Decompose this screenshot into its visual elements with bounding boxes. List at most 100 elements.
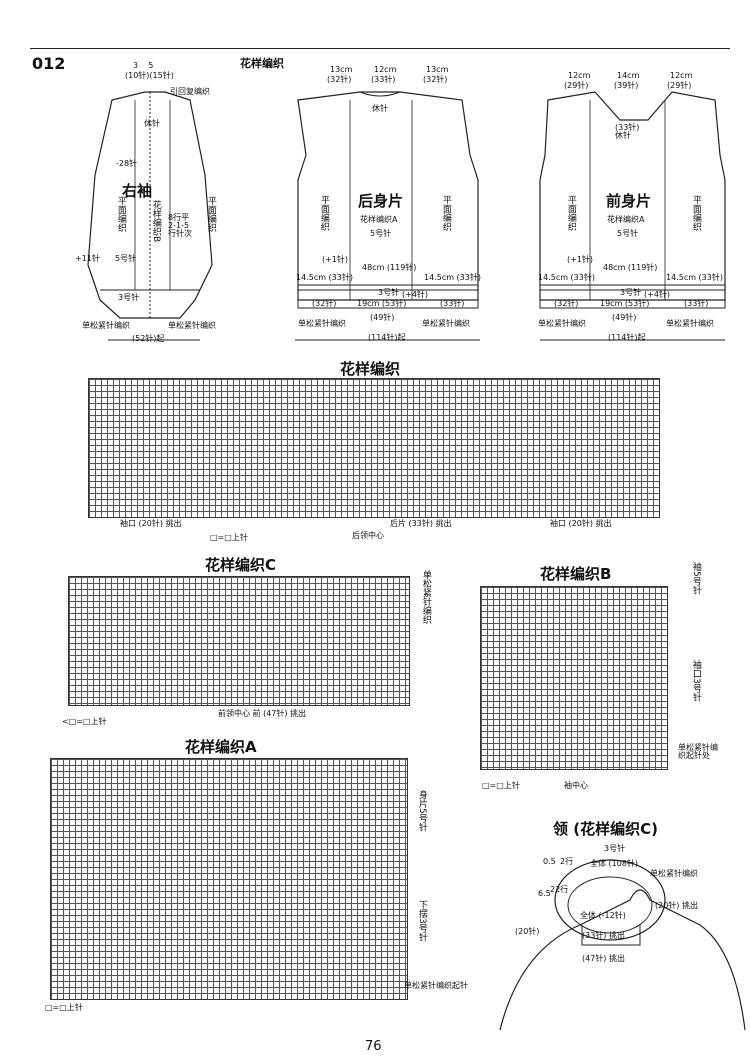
front-hem-side-r: 14.5cm (33针) (666, 273, 723, 282)
chart-b-legend: □=□上针 (482, 781, 520, 790)
page-number: 76 (365, 1039, 382, 1054)
sleeve-wrist: (52针)起 (132, 334, 165, 343)
front-hem-side: 14.5cm (33针) (538, 273, 595, 282)
back-hem-side: 14.5cm (33针) (296, 273, 353, 282)
sleeve-needle: 5号针 (115, 254, 137, 263)
front-pattern: 花样编织A (607, 215, 645, 224)
back-side-left: 平面编织 (318, 195, 329, 231)
front-adj2: (+4针) (644, 290, 671, 299)
collar-center-pick: (33针) 挑出 (582, 931, 625, 940)
back-top-dim-1: 13cm (330, 65, 353, 74)
chart-b-title: 花样编织B (540, 565, 612, 583)
chart-c-legend: <□=□上针 (62, 717, 107, 726)
back-side-right: 平面编织 (440, 195, 451, 231)
back-needle: 5号针 (370, 229, 392, 238)
chart-a-side-bot: 下摆3号针 (416, 900, 427, 942)
sleeve-side-left: 平面编织 (115, 196, 126, 232)
back-neck: 休针 (372, 104, 388, 113)
sleeve-cap: 休针 (144, 119, 160, 128)
back-side-33: (33针) (440, 299, 465, 308)
chart-b-side-top: 袖5号针 (690, 562, 701, 595)
back-hem-total: (49针) (370, 313, 395, 322)
front-start: (114针)起 (608, 333, 646, 342)
chart-main-label-2: 后片 (33针) 挑出 (390, 519, 452, 528)
back-top-st-1: (32针) (327, 75, 352, 84)
back-rib-right: 单松紧针编织 (422, 319, 470, 328)
sleeve-top-stitches: (10针)(15针) (125, 71, 174, 80)
chart-b-center: 袖中心 (564, 781, 588, 790)
back-top-dim-2: 12cm (374, 65, 397, 74)
front-hem-mid: 19cm (53针) (600, 299, 650, 308)
back-cuff-needle: 3号针 (378, 288, 400, 297)
front-top-st-3: (29针) (667, 81, 692, 90)
chart-c-side: 单松紧针编织 (420, 570, 431, 624)
front-side-33: (33针) (684, 299, 709, 308)
chart-c-bottom: 前领中心 前 (47针) 挑出 (218, 709, 307, 718)
sleeve-cuff-right: 单松紧针编织 (168, 321, 216, 330)
back-side-32: (32针) (312, 299, 337, 308)
back-top-dim-3: 13cm (426, 65, 449, 74)
sleeve-cuff-needle: 3号针 (118, 293, 140, 302)
collar-front-pick: (47针) 挑出 (582, 954, 625, 963)
sleeve-pickup: 引回复编织 (170, 87, 210, 96)
chart-b-side-bot: 单松紧针编织起针处 (678, 743, 718, 760)
sleeve-center-pattern: 花样编织B (150, 200, 161, 243)
collar-dim2: 6.5 (538, 889, 551, 898)
front-top-dim-1: 12cm (568, 71, 591, 80)
back-top-st-2: (33针) (371, 75, 396, 84)
front-hem-total: (49针) (612, 313, 637, 322)
back-start: (114针)起 (368, 333, 406, 342)
front-side-right: 平面编织 (690, 195, 701, 231)
sleeve-incr: +11针 (75, 254, 100, 263)
back-top-st-3: (32针) (423, 75, 448, 84)
collar-total: 全体 (108针) (590, 859, 639, 868)
back-hem-mid: 19cm (53针) (357, 299, 407, 308)
sleeve-cuff-left: 单松紧针编织 (82, 321, 130, 330)
collar-title: 领 (花样编织C) (553, 820, 658, 838)
chart-main-grid (88, 378, 660, 518)
back-width: 48cm (119针) (362, 263, 417, 272)
chart-a-legend: □=□上针 (45, 1003, 83, 1012)
front-width: 48cm (119针) (603, 263, 658, 272)
top-title: 花样编织 (240, 57, 284, 70)
front-top-dim-3: 12cm (670, 71, 693, 80)
back-adj: (+1针) (322, 255, 349, 264)
collar-back-pick: (20针) (515, 927, 540, 936)
sleeve-name: 右袖 (122, 182, 153, 200)
chart-a-title: 花样编织A (185, 738, 257, 756)
front-name: 前身片 (606, 192, 652, 210)
sleeve-top-widths: 3 5 (133, 61, 154, 70)
chart-b-side-mid: 袖口3号针 (690, 660, 701, 702)
front-needle: 5号针 (617, 229, 639, 238)
front-top-dim-2: 14cm (617, 71, 640, 80)
sleeve-decr: -28针 (116, 159, 138, 168)
back-pattern: 花样编织A (360, 215, 398, 224)
chart-main-label-1: 袖口 (20针) 挑出 (120, 519, 182, 528)
chart-c-title: 花样编织C (205, 556, 277, 574)
chart-main-legend: □=□上针 (210, 533, 248, 542)
chart-a-rib: 单松紧针编织起针 (404, 981, 468, 990)
chart-main-center: 后领中心 (352, 531, 384, 540)
front-rib-left: 单松紧针编织 (538, 319, 586, 328)
chart-main-label-3: 袖口 (20针) 挑出 (550, 519, 612, 528)
back-rib-left: 单松紧针编织 (298, 319, 346, 328)
chart-c-grid (68, 576, 410, 706)
back-name: 后身片 (358, 192, 404, 210)
pattern-number: 012 (32, 54, 66, 73)
collar-dec: 全体 (-12针) (580, 911, 626, 920)
front-side-32: (32针) (554, 299, 579, 308)
front-side-left: 平面编织 (565, 195, 576, 231)
back-adj2: (+4针) (402, 290, 429, 299)
collar-dim1: 0.5 (543, 857, 556, 866)
collar-dim1-rows: 2行 (560, 857, 574, 866)
sleeve-side-right: 平面编织 (205, 196, 216, 232)
chart-a-side-top: 身片5号针 (416, 790, 427, 832)
front-top-st-1: (29针) (564, 81, 589, 90)
collar-side-pick: (20针) 挑出 (655, 901, 698, 910)
sleeve-row-count: 8行平 2-1-5 行针次 (168, 213, 192, 238)
front-top-st-2: (39针) (614, 81, 639, 90)
front-cuff-needle: 3号针 (620, 288, 642, 297)
chart-a-grid (50, 758, 408, 1000)
pattern-number-rule (30, 48, 730, 49)
